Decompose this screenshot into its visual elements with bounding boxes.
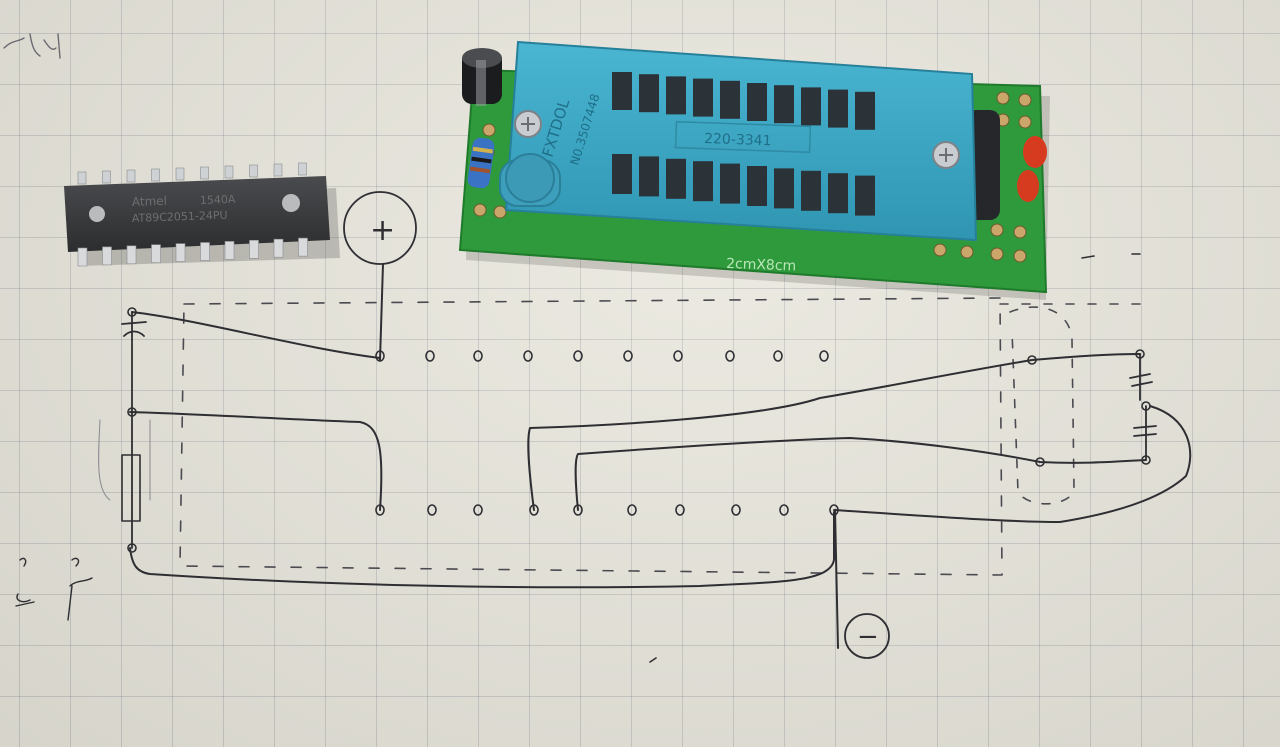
- chip-pin: [224, 165, 234, 179]
- chip-pin: [224, 241, 235, 260]
- zif-slot: [720, 80, 740, 119]
- chip-pin: [249, 164, 258, 178]
- pin-dot: [627, 504, 637, 516]
- zif-socket: 220-3341 FXTDOL N0.3507448: [499, 40, 978, 242]
- minus-terminal-label: −: [857, 622, 879, 652]
- chip-pin: [126, 169, 136, 183]
- chip-pin: [77, 247, 88, 267]
- chip-mark-left: [89, 206, 105, 222]
- zif-slot: [774, 168, 794, 209]
- chip-pin: [126, 245, 137, 265]
- chip-line2: AT89C2051-24PU: [132, 209, 228, 225]
- wire: [574, 437, 1147, 511]
- pencil-sketch: + −: [3, 33, 1192, 663]
- ceramic-capacitor: [1017, 170, 1039, 202]
- pin-dot: [779, 504, 789, 516]
- bottom-pin-row: [375, 504, 839, 516]
- chip-pin: [273, 238, 284, 258]
- wire: [527, 353, 1141, 511]
- zif-slot: [801, 170, 821, 211]
- chip-pin: [273, 163, 283, 177]
- chip-body: [64, 176, 330, 252]
- pin-dot: [673, 350, 683, 362]
- zif-slot: [828, 173, 848, 214]
- zif-slot: [639, 156, 659, 197]
- ceramic-capacitor: [1023, 136, 1047, 168]
- chip-pin: [151, 168, 160, 182]
- wire: [131, 311, 381, 359]
- zif-slot: [828, 89, 848, 128]
- zif-slot: [693, 161, 713, 202]
- pin-dot: [731, 504, 741, 516]
- pin-dot: [427, 504, 437, 516]
- dashed-footprint: [179, 297, 1003, 576]
- pin-dot: [773, 350, 783, 362]
- pin-dot: [819, 350, 829, 362]
- zif-slot: [612, 72, 632, 110]
- zif-slot: [720, 163, 740, 204]
- pin-dot: [473, 350, 483, 362]
- zif-slot: [666, 158, 686, 199]
- chip-pin: [298, 162, 307, 176]
- pin-dot: [725, 350, 735, 362]
- resistor: [467, 137, 495, 189]
- ic-chip: Atmel 1540A AT89C2051-24PU: [64, 162, 340, 267]
- pcb-holes: [473, 91, 1032, 263]
- zif-slot: [639, 74, 659, 113]
- zif-slot: [747, 166, 767, 206]
- chip-pin: [200, 242, 210, 261]
- chip-pin: [175, 167, 185, 181]
- zif-model: 220-3341: [704, 131, 772, 149]
- plus-terminal-circle: [343, 191, 417, 265]
- plus-terminal-label: +: [370, 213, 395, 248]
- chip-bottom-pins: [77, 237, 308, 267]
- pin-dot: [473, 504, 483, 516]
- chip-pin: [298, 237, 308, 257]
- pin-dot: [675, 504, 685, 516]
- chip-pin: [249, 240, 259, 259]
- pcb-size-label: 2cmX8cm: [726, 256, 797, 274]
- zif-slot: [855, 175, 875, 216]
- zif-slots-top: [612, 72, 875, 130]
- wire: [129, 511, 835, 589]
- pin-dot: [573, 350, 583, 362]
- chip-pin: [175, 243, 186, 262]
- pcb-board: 2cmX8cm: [458, 40, 1050, 300]
- wire: [833, 405, 1192, 523]
- zif-slot: [612, 154, 632, 194]
- chip-top-pins: [77, 162, 307, 185]
- chip-mark-right: [282, 194, 300, 212]
- pin-dot: [425, 350, 435, 362]
- wire: [129, 411, 383, 511]
- zif-slot: [774, 85, 794, 124]
- pin-dot: [523, 350, 533, 362]
- zif-slot: [747, 83, 767, 121]
- pin-dot: [623, 350, 633, 362]
- sketch-resistor: [121, 454, 141, 522]
- chip-pin: [77, 171, 87, 185]
- chip-logo: Atmel: [132, 194, 168, 209]
- zif-slot: [801, 87, 821, 126]
- zif-slot: [693, 78, 713, 117]
- zif-slot: [855, 91, 875, 130]
- chip-line1: 1540A: [200, 193, 236, 207]
- zif-slot: [666, 76, 686, 115]
- zif-slots-bottom: [612, 154, 875, 216]
- pin-dot: [375, 350, 385, 362]
- chip-pin: [102, 170, 111, 184]
- top-pin-row: [127, 307, 1151, 553]
- chip-pin: [200, 166, 209, 180]
- chip-pin: [102, 246, 112, 266]
- chip-pin: [151, 244, 161, 263]
- electrolytic-capacitor: [462, 48, 502, 106]
- minus-terminal-circle: [844, 613, 890, 659]
